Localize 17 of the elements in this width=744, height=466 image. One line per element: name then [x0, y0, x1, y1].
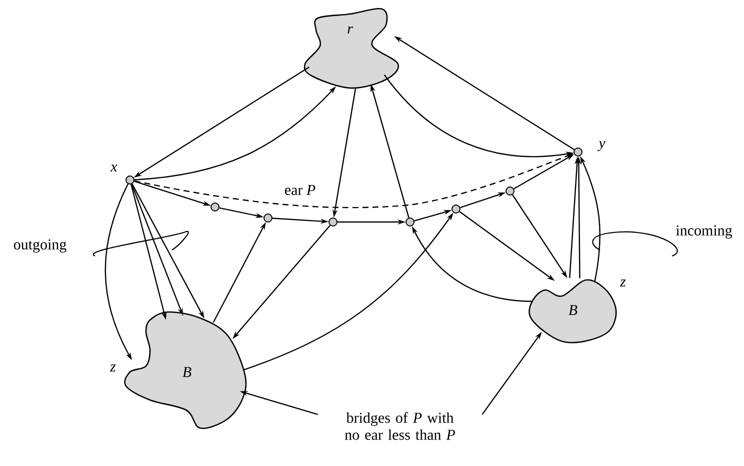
text-label: incoming [676, 225, 732, 239]
text-label: ear P [284, 185, 316, 195]
vertex-dot [506, 186, 514, 196]
vertex-dot [406, 218, 414, 226]
region-blob: B [124, 311, 247, 429]
vertex-label: z [110, 364, 116, 372]
vertex-dot [328, 218, 338, 226]
vertex-dot [452, 204, 460, 214]
vertex-label: y [597, 140, 606, 152]
text-label: outgoing [14, 239, 66, 253]
vertex-dot [210, 202, 220, 212]
region-blob: B [528, 279, 617, 344]
region-blob: r [304, 8, 399, 89]
vertex-label: z [620, 280, 626, 286]
vertex-dot [264, 214, 272, 222]
caption-text: bridges of P with no ear less than P [344, 412, 456, 440]
vertex-label: x [110, 164, 118, 172]
